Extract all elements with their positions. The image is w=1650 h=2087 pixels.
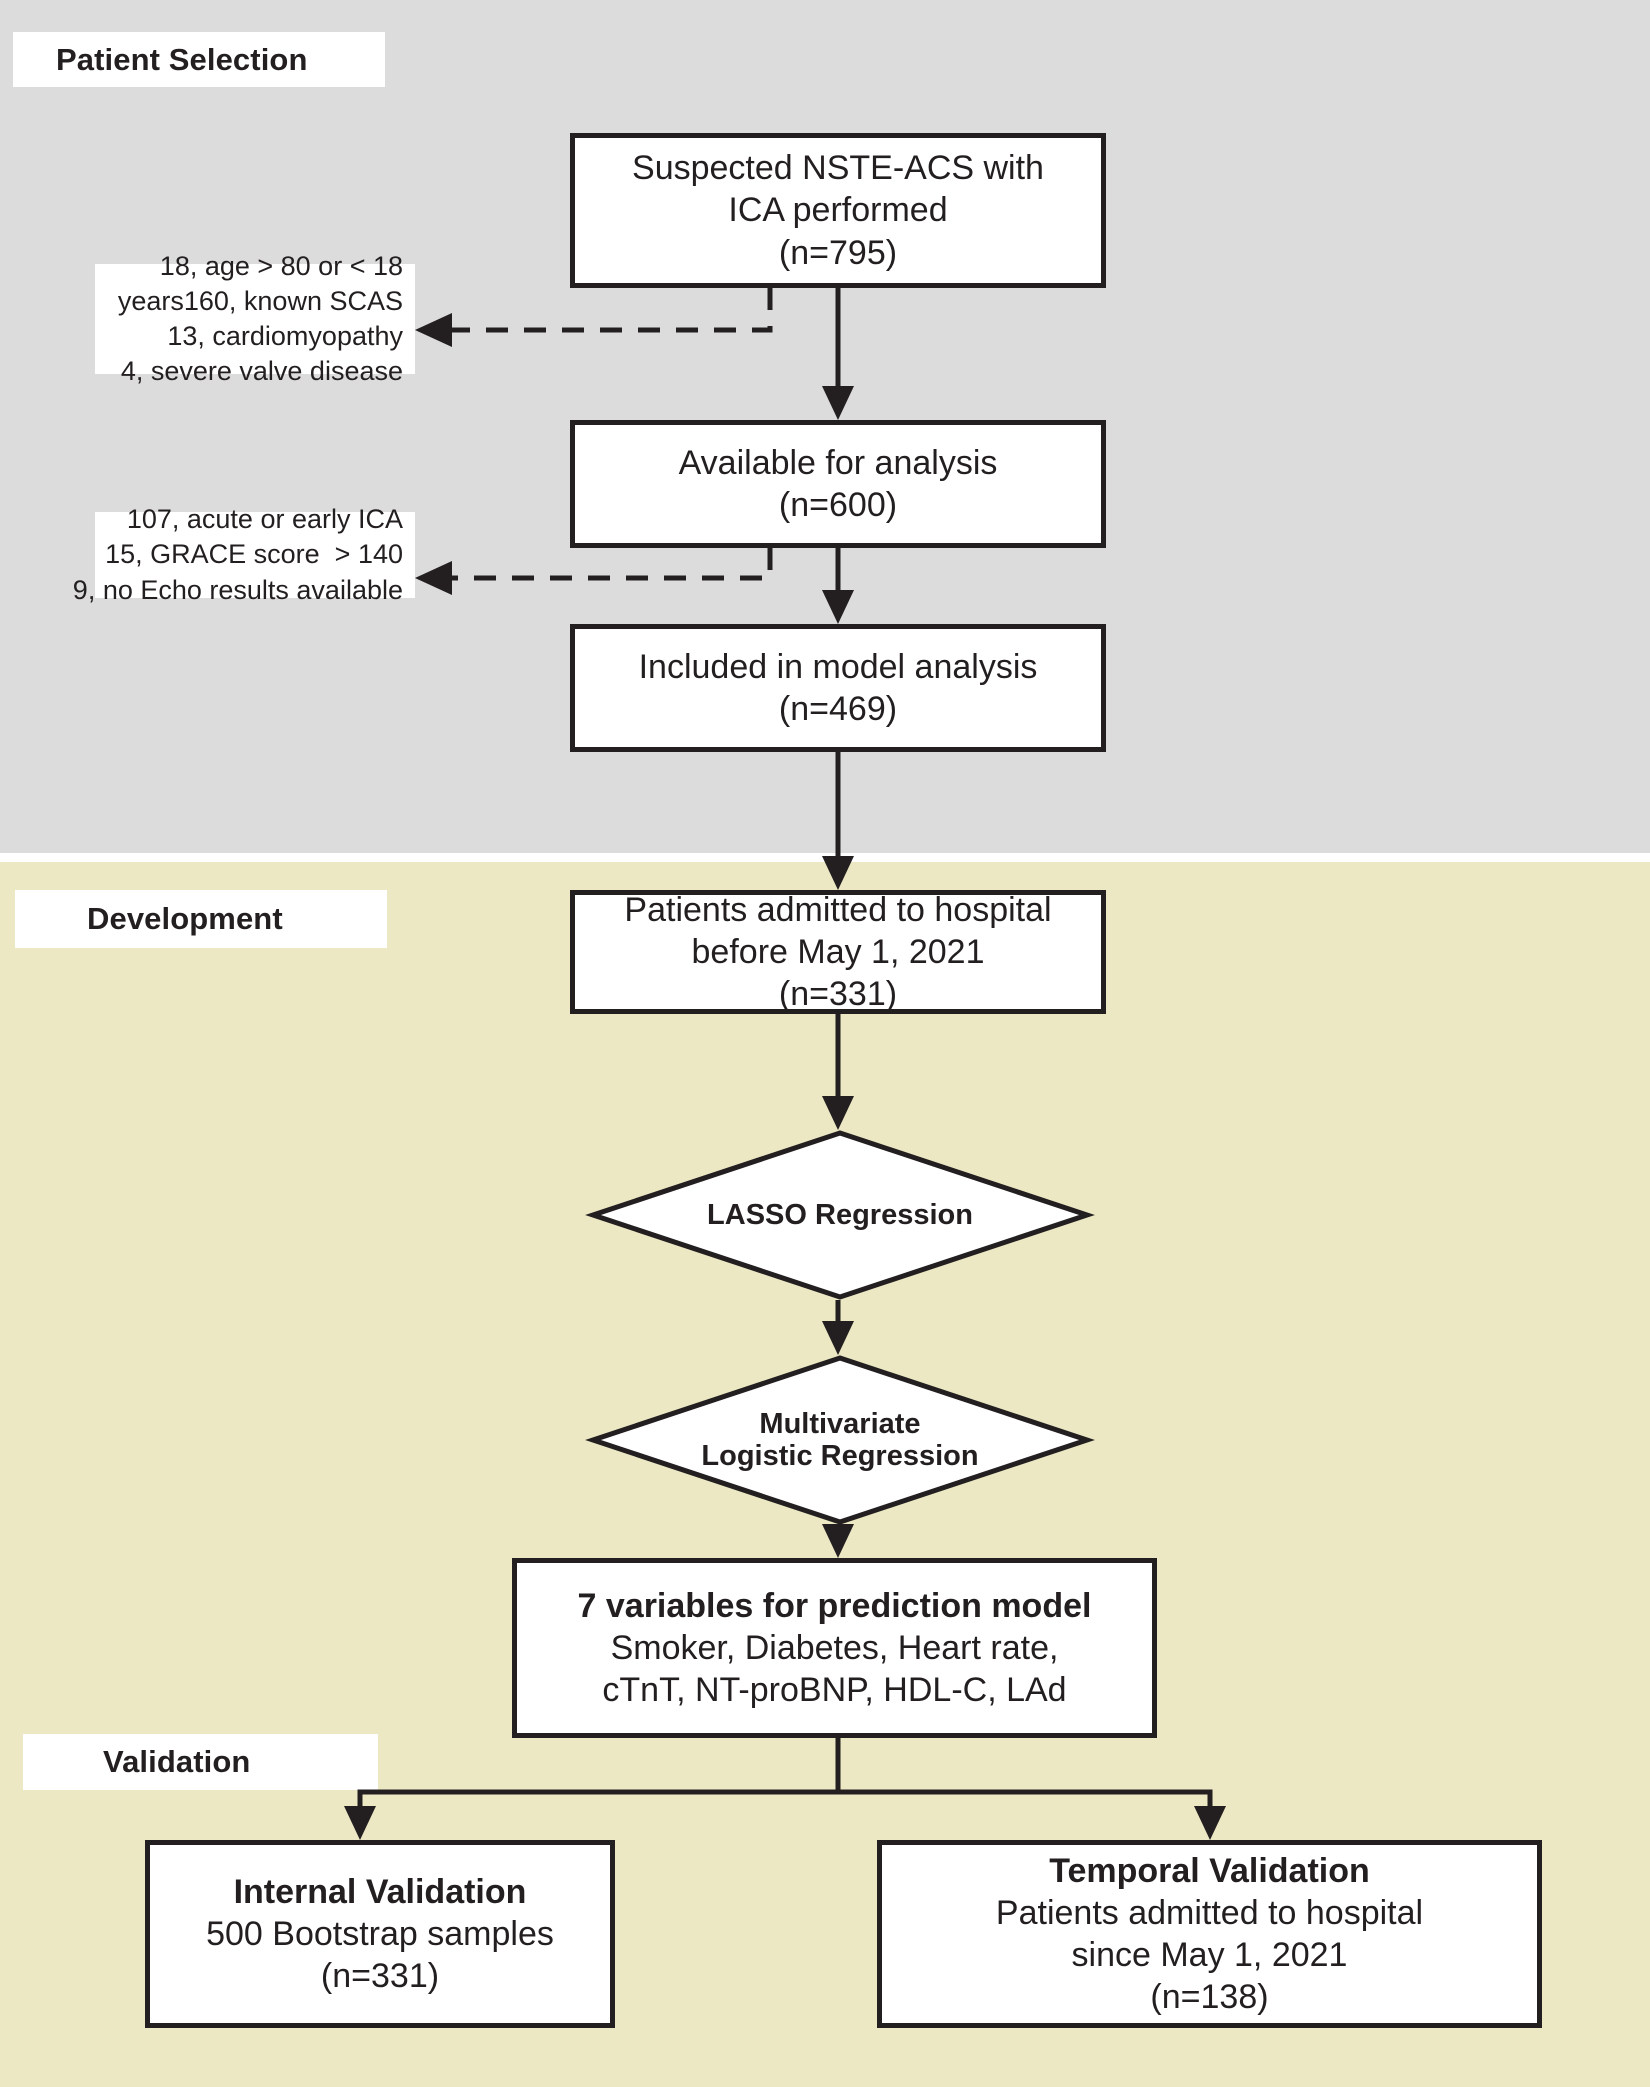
node-count: (n=600) (778, 486, 898, 524)
node-available-for-analysis[interactable]: Available for analysis (n=600) (570, 420, 1106, 548)
exclusion-line-1: 107, acute or early ICA (126, 504, 403, 535)
node-title: Temporal Validation (1049, 1851, 1370, 1890)
exclusion-line-2: years160, known SCAS (117, 285, 403, 316)
node-suspected-nste-acs[interactable]: Suspected NSTE-ACS with ICA performed (n… (570, 133, 1106, 288)
node-patients-admitted-before[interactable]: Patients admitted to hospital before May… (570, 890, 1106, 1014)
exclusion-line-3: 9, no Echo results available (72, 574, 403, 605)
node-temporal-validation[interactable]: Temporal Validation Patients admitted to… (877, 1840, 1542, 2028)
node-included-in-model-analysis[interactable]: Included in model analysis (n=469) (570, 624, 1106, 752)
diamond-shape (585, 1130, 1095, 1300)
section-label-text: Development (87, 901, 283, 936)
exclusion-line-4: 4, severe valve disease (120, 356, 403, 387)
node-count: (n=795) (778, 233, 898, 272)
section-label-text: Patient Selection (56, 41, 308, 77)
node-variables-line-1: Smoker, Diabetes, Heart rate, (610, 1628, 1059, 1667)
node-count: (n=469) (778, 690, 898, 728)
node-line-2: Patients admitted to hospital (995, 1893, 1424, 1932)
node-line-3: since May 1, 2021 (1071, 1936, 1348, 1974)
node-count: (n=331) (778, 975, 898, 1014)
section-label-patient-selection: Patient Selection (13, 32, 385, 87)
node-line-1: Included in model analysis (638, 647, 1038, 686)
node-line-1: Patients admitted to hospital (624, 890, 1052, 929)
exclusion-line-2: 15, GRACE score > 140 (105, 539, 403, 570)
node-count: (n=331) (320, 1957, 440, 1996)
node-seven-variables-prediction-model[interactable]: 7 variables for prediction model Smoker,… (512, 1558, 1157, 1738)
node-line-1: Suspected NSTE-ACS with (632, 149, 1044, 188)
node-line-1: Available for analysis (678, 443, 998, 482)
diamond-shape (585, 1355, 1095, 1525)
node-count: (n=138) (1150, 1978, 1269, 2017)
node-line-2: ICA performed (728, 191, 948, 230)
node-title: Internal Validation (233, 1872, 527, 1911)
node-lasso-regression[interactable]: LASSO Regression (585, 1130, 1095, 1300)
section-label-text: Validation (103, 1744, 251, 1779)
exclusion-line-3: 13, cardiomyopathy (167, 321, 403, 351)
node-internal-validation[interactable]: Internal Validation 500 Bootstrap sample… (145, 1840, 615, 2028)
section-label-development: Development (15, 890, 387, 948)
node-title: 7 variables for prediction model (577, 1586, 1092, 1625)
node-exclusion-criteria-1: 18, age > 80 or < 18 years160, known SCA… (95, 251, 415, 386)
section-label-validation: Validation (23, 1734, 378, 1790)
exclusion-line-1: 18, age > 80 or < 18 (159, 250, 403, 281)
node-variables-line-2: cTnT, NT-proBNP, HDL-C, LAd (602, 1671, 1067, 1710)
node-multivariate-logistic-regression[interactable]: Multivariate Logistic Regression (585, 1355, 1095, 1525)
node-line-2: before May 1, 2021 (691, 932, 985, 971)
node-exclusion-criteria-2: 107, acute or early ICA 15, GRACE score … (73, 504, 415, 605)
node-line-2: 500 Bootstrap samples (206, 1914, 554, 1953)
